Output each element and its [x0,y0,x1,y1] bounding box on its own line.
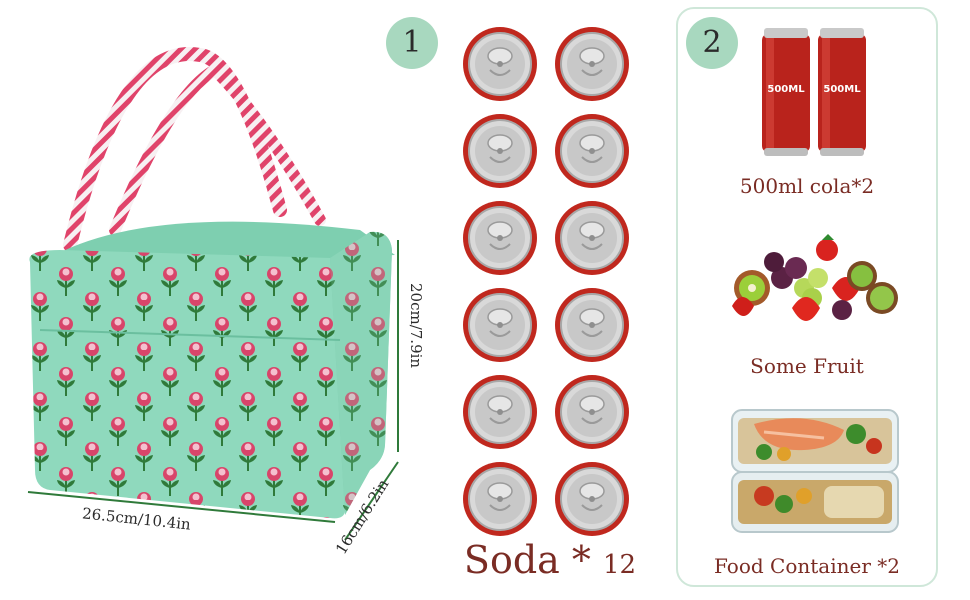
cola-can-left-text: 500ML [767,84,805,95]
soda-can-top-2 [555,27,629,101]
soda-can-top-7 [463,288,537,362]
soda-can-top-12 [555,462,629,536]
soda-can-top-9 [463,375,537,449]
soda-can-top-10 [555,375,629,449]
soda-can-top-8 [555,288,629,362]
soda-count-label: Soda * 12 [450,538,650,582]
lunch-bag-illustration [27,47,399,541]
soda-can-top-1 [463,27,537,101]
section-1-badge: 1 [386,17,438,69]
food-container-label: Food Container *2 [714,554,900,578]
cola-can-right-text: 500ML [823,84,861,95]
cola-can-right: 500ML [818,28,866,156]
soda-can-top-3 [463,114,537,188]
food-containers-image [731,409,899,533]
soda-can-top-11 [463,462,537,536]
cola-label: 500ml cola*2 [739,174,875,198]
cola-cans-image: 500ML 500ML [762,28,866,156]
soda-can-top-4 [555,114,629,188]
soda-label-text: Soda * [463,538,591,582]
section-2-badge: 2 [686,17,738,69]
cola-can-left: 500ML [762,28,810,156]
soda-label-count: 12 [602,550,637,580]
fruit-label: Some Fruit [750,354,864,378]
soda-can-top-6 [555,201,629,275]
fruit-image [732,234,898,321]
bag-height-dimension: 20cm/7.9in [407,283,425,369]
soda-can-top-5 [463,201,537,275]
